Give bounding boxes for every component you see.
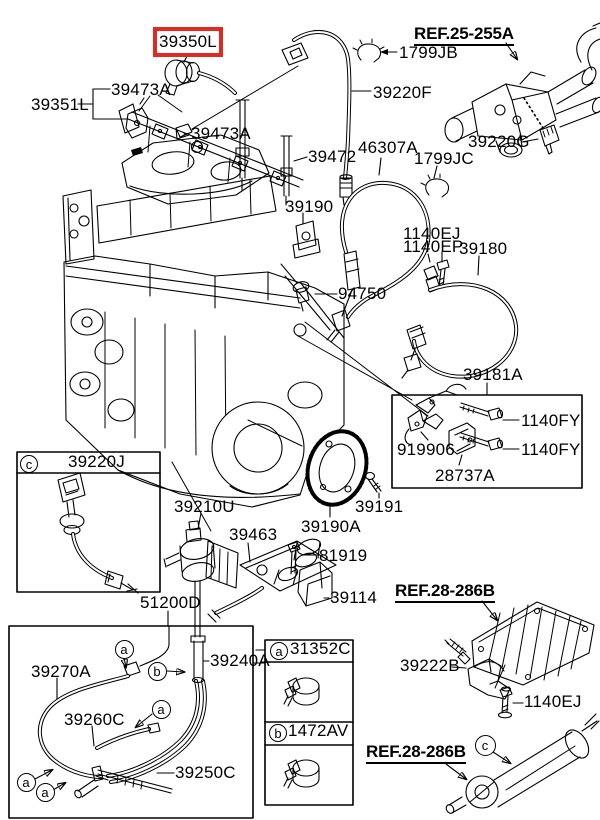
part-label-39250C-31[interactable]: 39250C [175, 763, 236, 782]
callout-circle-a-2: a [151, 699, 171, 719]
hose-box-51200D [8, 625, 254, 819]
valve-assembly-39463-drawing [207, 538, 337, 623]
callout-circle-b-1: b [147, 661, 167, 681]
bolt-1140EJ-EP-drawing [436, 251, 450, 288]
clip-1799JC-drawing [420, 165, 450, 198]
callout-circle-a-5: a [270, 642, 288, 660]
part-label-1140FY-16[interactable]: 1140FY [521, 411, 581, 430]
sensor-39350L-drawing [164, 55, 237, 96]
clip-1799JB-drawing [352, 38, 398, 63]
muffler-drawing [445, 713, 600, 814]
part-label-1140FY-18[interactable]: 1140FY [521, 440, 581, 459]
sensor-cable-39180-drawing [401, 253, 519, 379]
part-label-94750-14[interactable]: 94750 [338, 284, 387, 303]
part-label-39210U-22[interactable]: 39210U [174, 497, 235, 516]
sensor-94750-drawing [280, 263, 338, 312]
purge-valve-39210U-drawing [163, 512, 239, 638]
part-label-1799JC-9[interactable]: 1799JC [414, 149, 474, 168]
part-label-1472AV-33[interactable]: 1472AV [288, 721, 349, 740]
part-label-1799JB-2[interactable]: 1799JB [399, 43, 458, 62]
part-label-39222B-35[interactable]: 39222B [400, 656, 460, 675]
part-label-39220F-5[interactable]: 39220F [373, 83, 432, 102]
part-label-REF28286B-37[interactable]: REF.28-286B [366, 743, 466, 764]
callout-circle-c-7: c [20, 455, 38, 473]
part-label-39463-23[interactable]: 39463 [229, 525, 278, 544]
part-label-39191-20[interactable]: 39191 [355, 497, 404, 516]
part-label-39190-10[interactable]: 39190 [285, 197, 334, 216]
screw-39191-drawing [364, 471, 382, 499]
part-label-REF28286B-34[interactable]: REF.28-286B [395, 582, 495, 603]
legend-box-39220J [16, 451, 161, 594]
bracket-39114-drawing [297, 561, 333, 607]
bracket-box-39181A [391, 382, 583, 489]
part-label-39260C-30[interactable]: 39260C [64, 710, 125, 729]
part-label-39270A-28[interactable]: 39270A [31, 662, 91, 681]
part-label-81919-25[interactable]: 81919 [319, 546, 368, 565]
leader-lines [56, 65, 429, 774]
part-label-28737A-19[interactable]: 28737A [435, 466, 495, 485]
sensor-39220G-drawing [521, 124, 560, 155]
part-label-39190A-24[interactable]: 39190A [301, 517, 361, 536]
engine-drawing [62, 134, 345, 508]
part-label-39181A-15[interactable]: 39181A [463, 365, 523, 384]
part-label-REF25255A-1[interactable]: REF.25-255A [414, 25, 514, 46]
part-label-39351L-4[interactable]: 39351L [31, 95, 89, 114]
thermostat-housing-drawing [444, 22, 600, 158]
part-label-39473A-3[interactable]: 39473A [111, 80, 171, 99]
ring-gear-39190A-drawing [305, 429, 369, 518]
part-label-39220G-38[interactable]: 39220G [468, 132, 530, 151]
callout-circle-a-4: a [35, 782, 55, 802]
part-label-919906-17[interactable]: 919906 [397, 440, 455, 459]
part-label-39180-13[interactable]: 39180 [459, 239, 508, 258]
part-label-39472-7[interactable]: 39472 [308, 147, 357, 166]
part-label-39220J-21[interactable]: 39220J [68, 452, 125, 471]
rail-and-brackets-drawing [118, 97, 304, 206]
part-label-39240A-29[interactable]: 39240A [210, 651, 270, 670]
bolt-1140EJ-lower-drawing [497, 686, 524, 719]
part-label-1140EJ-36[interactable]: 1140EJ [524, 692, 582, 711]
callout-circle-a-0: a [114, 639, 134, 659]
callout-circle-c-8: c [474, 734, 496, 756]
part-label-1140EP-12[interactable]: 1140EP [403, 237, 464, 256]
callout-circle-a-3: a [16, 772, 36, 792]
part-label-39350L-0[interactable]: 39350L [153, 27, 223, 57]
part-label-46307A-8[interactable]: 46307A [358, 138, 418, 157]
part-label-51200D-27[interactable]: 51200D [140, 593, 201, 612]
part-label-39114-26[interactable]: 39114 [330, 588, 378, 607]
part-label-31352C-32[interactable]: 31352C [290, 639, 351, 658]
sensor-39190-drawing [292, 212, 321, 259]
part-label-1140EJ-11[interactable]: 1140EJ [403, 224, 461, 243]
bolt-81919-drawing [287, 541, 319, 575]
part-label-39473A-6[interactable]: 39473A [191, 124, 251, 143]
heat-shield-drawing [471, 600, 595, 689]
cable-46307A-drawing [326, 157, 431, 343]
clamp-legend-box [252, 639, 354, 806]
callout-circle-b-6: b [269, 724, 287, 742]
